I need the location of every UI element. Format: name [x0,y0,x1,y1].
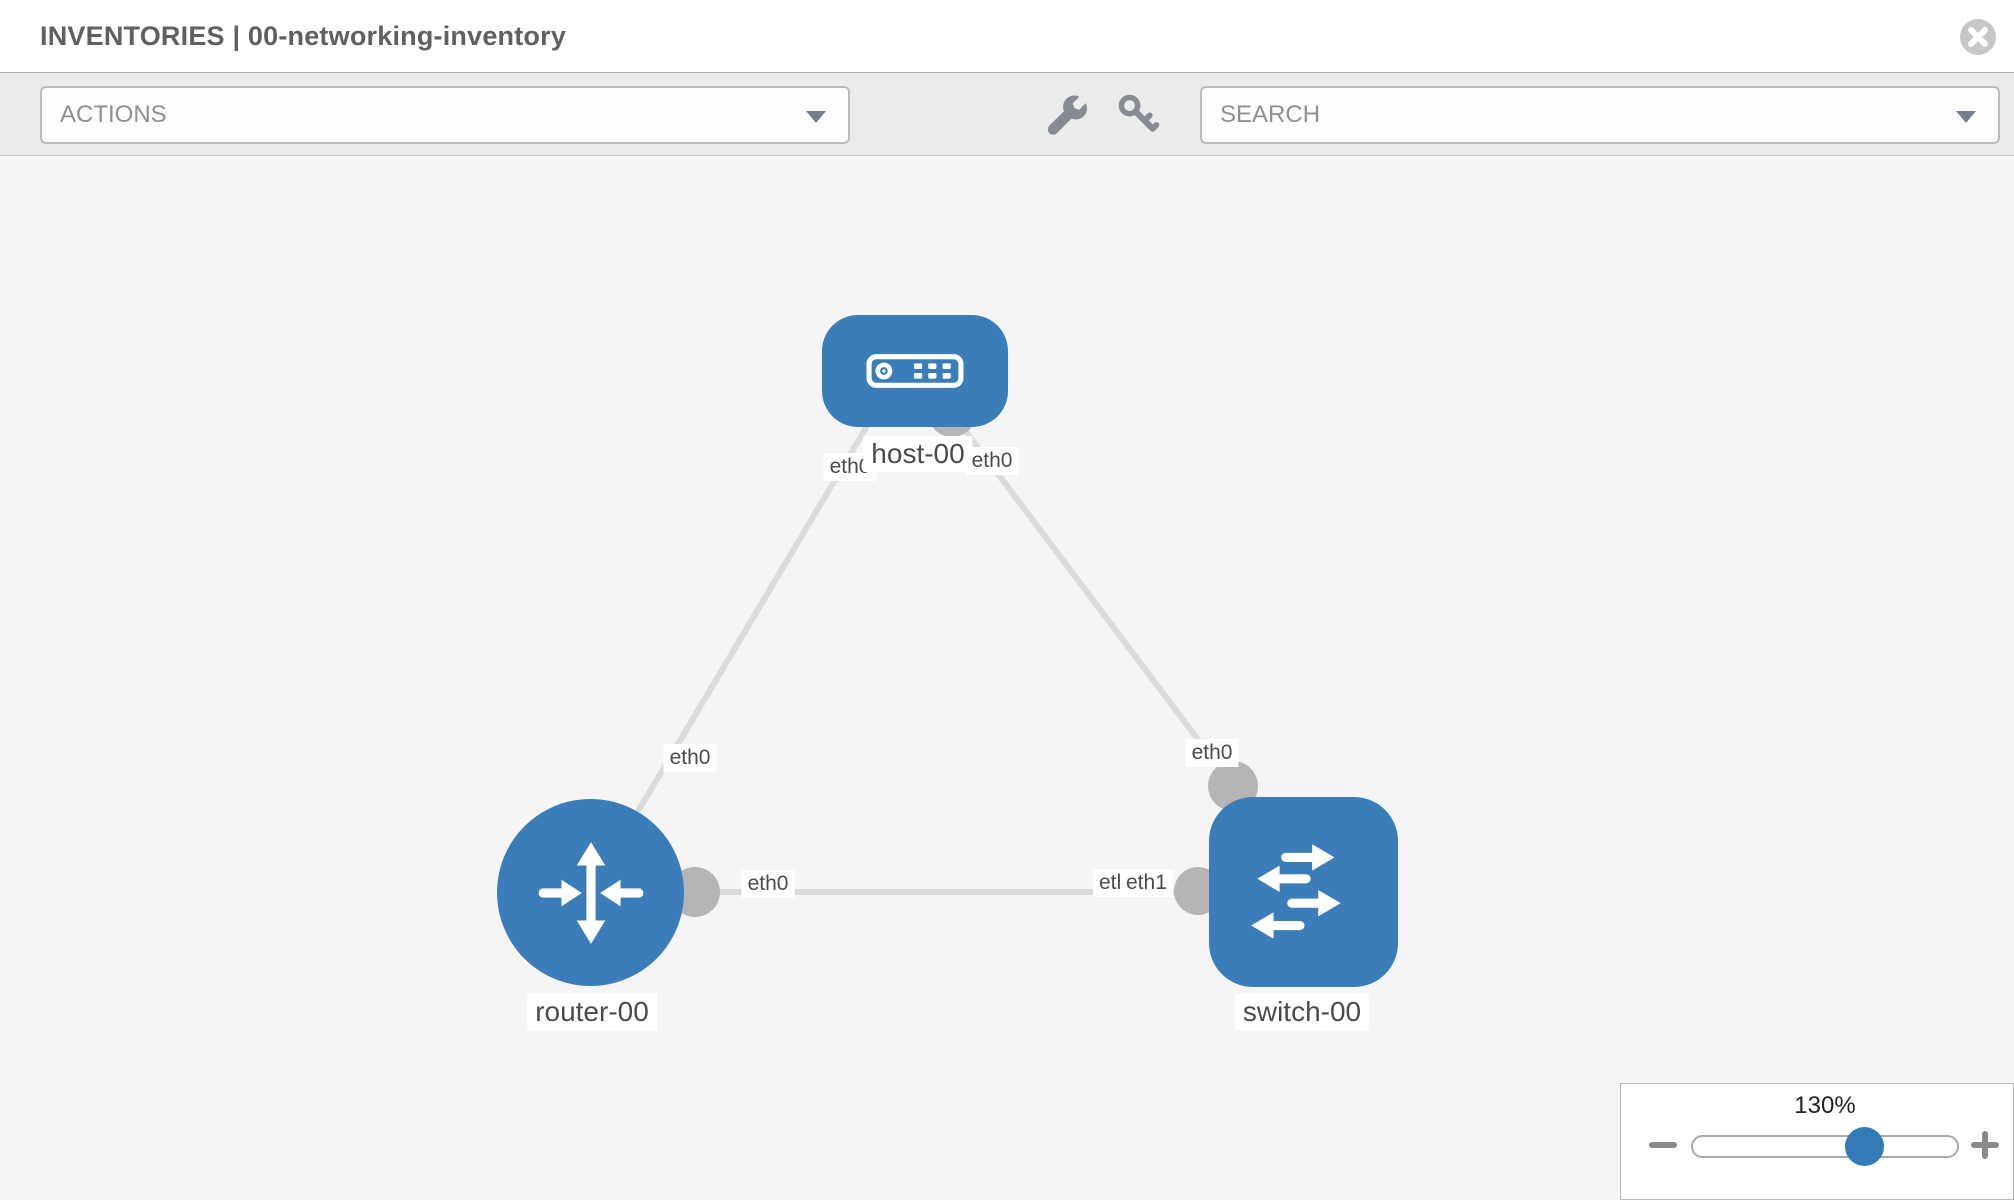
search-dropdown[interactable]: SEARCH [1200,86,2000,144]
page-title: INVENTORIES | 00-networking-inventory [40,21,567,51]
interface-label-switch-eth1: eth1 [1120,869,1173,897]
actions-dropdown-value: ACTIONS [60,101,167,128]
node-label-switch-00: switch-00 [1234,994,1370,1030]
zoom-out-button[interactable] [1641,1122,1685,1166]
tools-button[interactable] [1042,89,1094,141]
close-circle-icon [1960,19,1996,55]
zoom-in-button[interactable] [1963,1122,2007,1166]
search-placeholder: SEARCH [1220,101,1321,128]
actions-dropdown[interactable]: ACTIONS [40,86,850,144]
chevron-down-icon [806,111,826,123]
node-router-00[interactable] [497,799,684,986]
router-arrows-icon [538,841,643,944]
header: INVENTORIES | 00-networking-inventory [0,0,2014,72]
wrench-icon [1047,95,1088,135]
node-label-router-00: router-00 [527,994,657,1030]
minus-icon [1649,1142,1677,1148]
chevron-down-icon [1956,111,1976,123]
topology-edges [587,389,1258,917]
node-switch-00[interactable] [1209,797,1398,987]
zoom-slider-track[interactable] [1691,1127,1959,1166]
interface-label-router-eth0-uplink: eth0 [663,744,717,772]
edge-host-switch [949,411,1236,788]
zoom-slider-thumb[interactable] [1845,1127,1884,1166]
topology-canvas[interactable]: eth0 eth0 eth0 eth0 eth0 eth0 eth1 host-… [0,156,2014,1200]
toolbar: ACTIONS SEARCH [0,72,2014,156]
zoom-level: 130% [1794,1092,1856,1119]
interface-label-switch-eth0-uplink: eth0 [1185,739,1239,767]
zoom-panel: 130% [1620,1083,2014,1200]
node-host-00[interactable] [822,315,1008,427]
key-icon [1118,94,1160,132]
node-label-host-00: host-00 [863,436,973,472]
plus-icon [1971,1131,1999,1159]
interface-label-router-eth0: eth0 [741,870,795,898]
switch-arrows-icon [1250,844,1341,939]
close-button[interactable] [1958,17,1998,57]
server-icon [866,354,964,388]
interface-label-host-eth0-right: eth0 [965,447,1019,475]
key-button[interactable] [1112,89,1164,141]
